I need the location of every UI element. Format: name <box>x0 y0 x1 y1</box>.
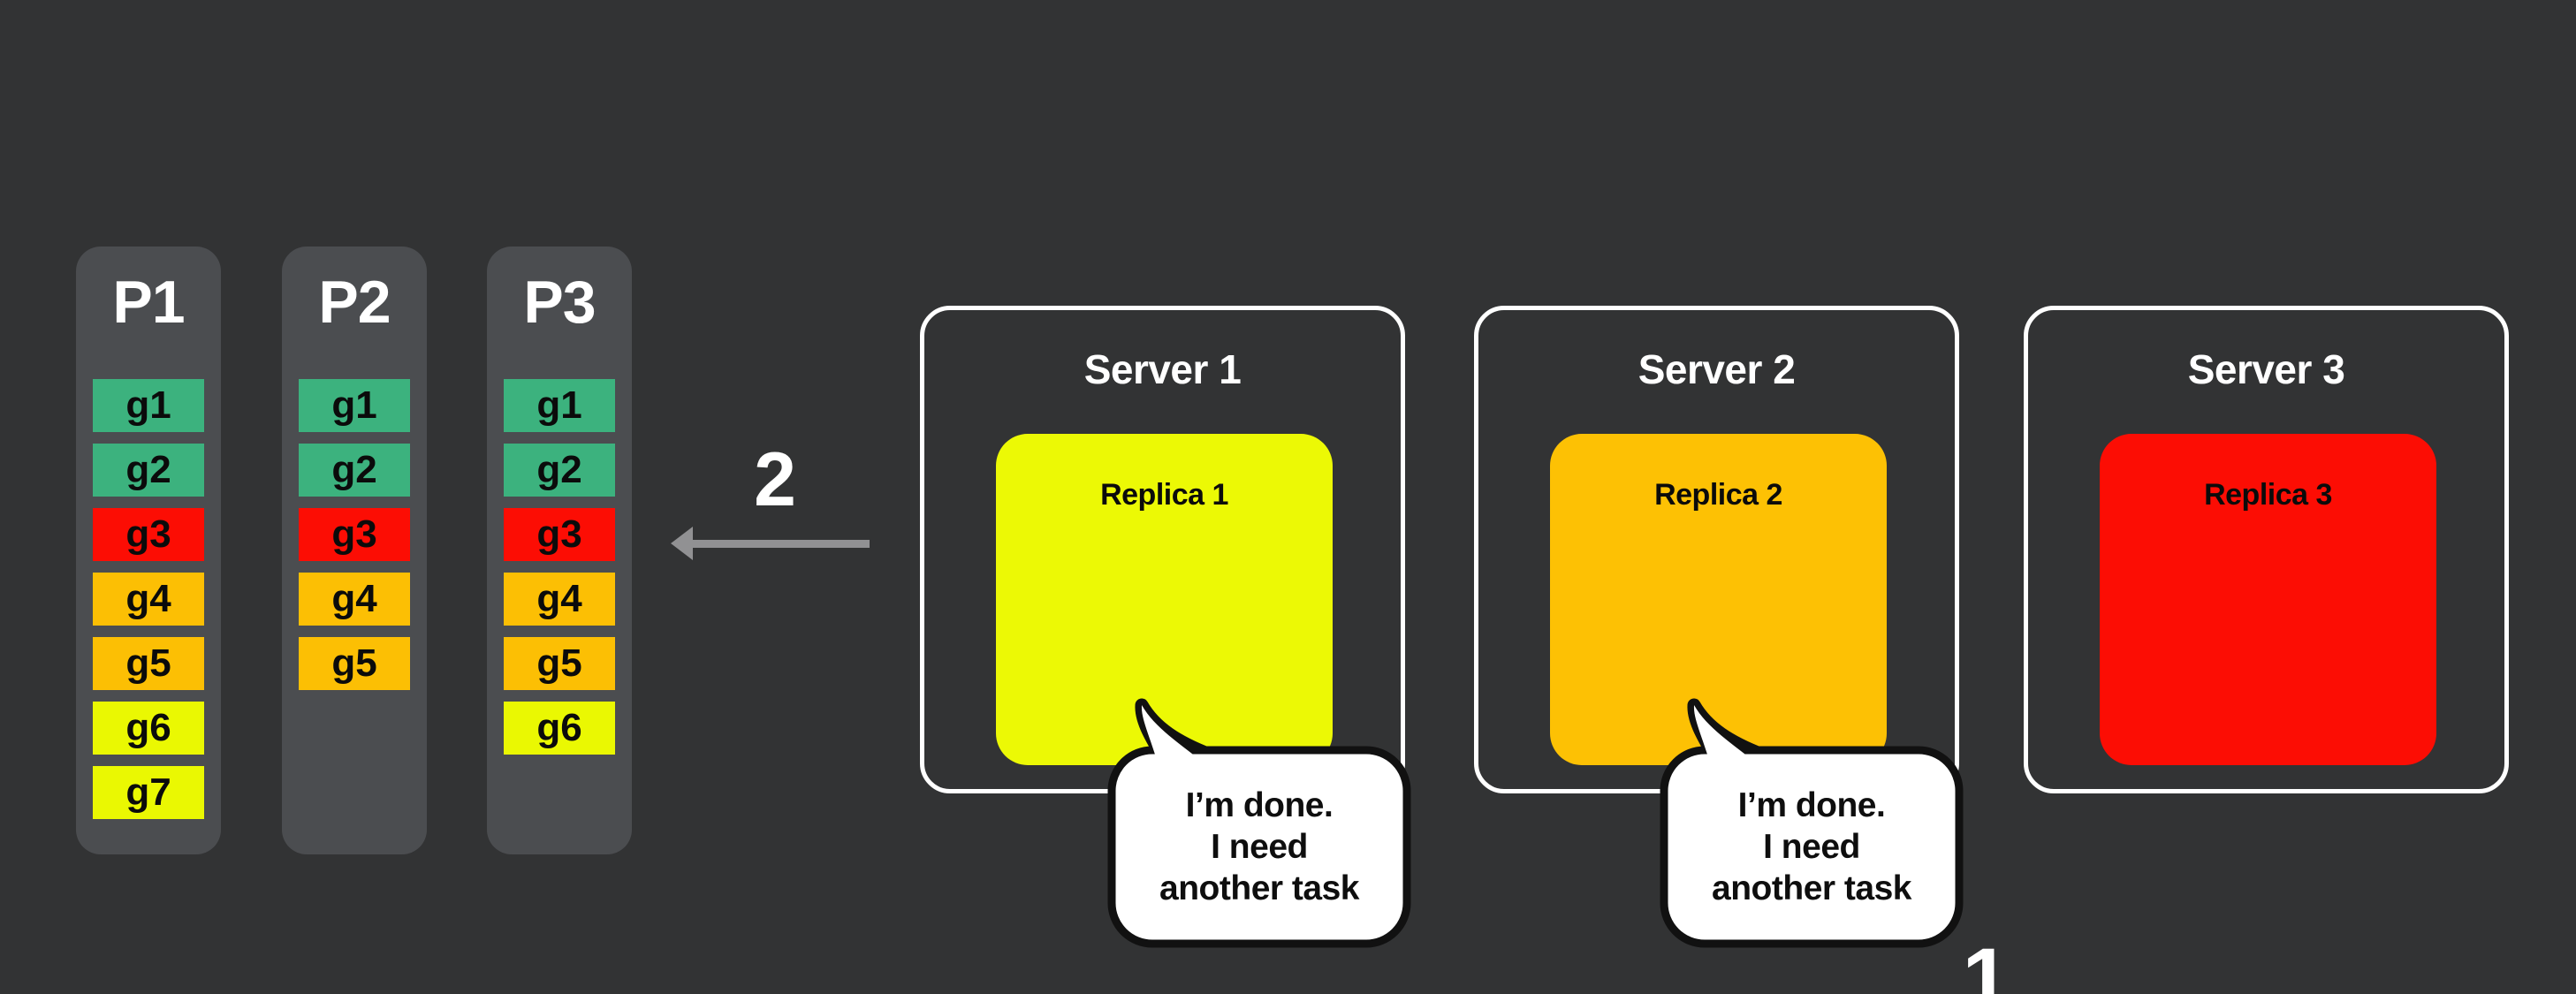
task-chip: g7 <box>93 766 204 819</box>
task-chip: g2 <box>504 444 615 497</box>
server-title: Server 3 <box>2187 346 2345 392</box>
task-chip: g5 <box>93 637 204 690</box>
replica-label: Replica 1 <box>1100 478 1228 512</box>
replica-label: Replica 3 <box>2204 478 2332 512</box>
server-3-box: Server 3 Replica 3 <box>2024 306 2509 793</box>
task-chip: g2 <box>93 444 204 497</box>
arrow-left-icon <box>692 540 870 548</box>
bubble-line: I’m done. <box>1737 786 1886 824</box>
task-chip: g4 <box>504 573 615 626</box>
task-chip: g2 <box>299 444 410 497</box>
task-list: g1 g2 g3 g4 g5 g6 g7 <box>93 379 204 819</box>
task-chip: g3 <box>299 508 410 561</box>
replica-1: Replica 1 <box>996 434 1333 765</box>
partition-p3: P3 g1 g2 g3 g4 g5 g6 <box>487 247 632 854</box>
partition-p1: P1 g1 g2 g3 g4 g5 g6 g7 <box>76 247 221 854</box>
task-list: g1 g2 g3 g4 g5 <box>299 379 410 690</box>
task-chip: g3 <box>504 508 615 561</box>
task-chip: g3 <box>93 508 204 561</box>
speech-bubble-1 <box>1107 698 1411 948</box>
speech-bubble-1-text: I’m done. I need another task <box>1112 750 1407 944</box>
task-chip: g1 <box>93 379 204 432</box>
task-chip: g5 <box>504 637 615 690</box>
task-chip: g6 <box>93 702 204 755</box>
bubble-line: I’m done. <box>1185 786 1334 824</box>
bubble-line: I need <box>1211 828 1308 866</box>
server-1-box: Server 1 Replica 1 <box>920 306 1405 793</box>
server-title: Server 2 <box>1638 346 1796 392</box>
task-chip: g1 <box>299 379 410 432</box>
bubble-line: another task <box>1712 869 1911 907</box>
server-title: Server 1 <box>1083 346 1242 392</box>
partition-title: P2 <box>318 269 391 336</box>
bubble-line: another task <box>1159 869 1359 907</box>
replica-2: Replica 2 <box>1550 434 1887 765</box>
step-1-label: 1 <box>1962 930 2010 994</box>
arrow-left-head-icon <box>671 527 693 560</box>
replica-3: Replica 3 <box>2100 434 2436 765</box>
task-chip: g1 <box>504 379 615 432</box>
speech-bubble-2 <box>1660 698 1964 948</box>
task-chip: g4 <box>93 573 204 626</box>
task-chip: g5 <box>299 637 410 690</box>
partition-p2: P2 g1 g2 g3 g4 g5 <box>282 247 427 854</box>
partition-title: P1 <box>112 269 185 336</box>
replica-label: Replica 2 <box>1654 478 1782 512</box>
task-chip: g4 <box>299 573 410 626</box>
step-2-label: 2 <box>754 437 796 522</box>
partition-title: P3 <box>523 269 596 336</box>
speech-bubble-2-text: I’m done. I need another task <box>1664 750 1959 944</box>
task-list: g1 g2 g3 g4 g5 g6 <box>504 379 615 755</box>
task-chip: g6 <box>504 702 615 755</box>
bubble-line: I need <box>1763 828 1860 866</box>
